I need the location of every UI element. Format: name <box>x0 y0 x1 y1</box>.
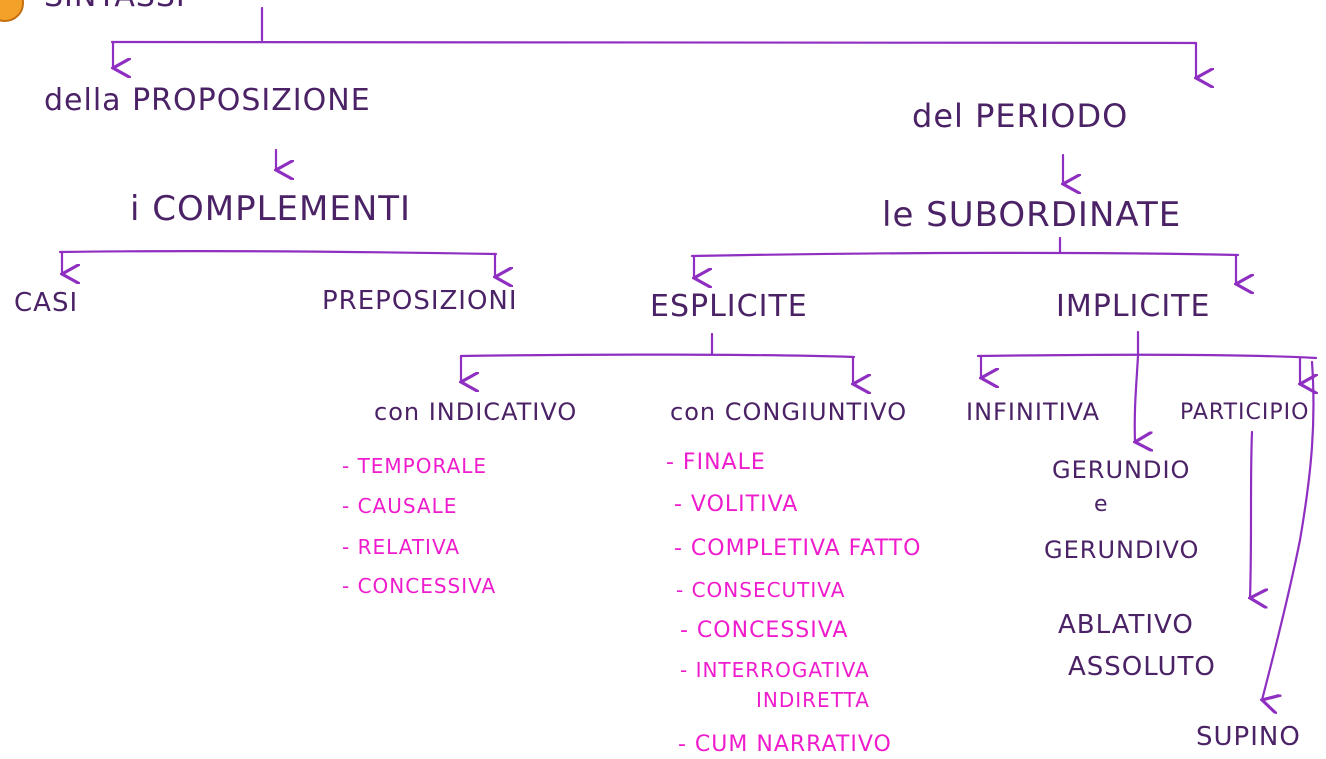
node-preposizioni: PREPOSIZIONI <box>322 286 518 316</box>
esplicite-hline <box>459 353 856 359</box>
congiuntivo-item: - CONCESSIVA <box>680 618 849 643</box>
node-casi: CASI <box>14 288 79 318</box>
header-title-partial: SINTASSI <box>44 0 186 12</box>
node-subordinate: le SUBORDINATE <box>882 195 1182 235</box>
node-proposizione: della PROPOSIZIONE <box>44 83 371 118</box>
node-infinitiva: INFINITIVA <box>966 398 1100 426</box>
subordinate-hline <box>690 251 1240 258</box>
congiuntivo-item: - CONSECUTIVA <box>676 578 846 602</box>
congiuntivo-item: - COMPLETIVA FATTO <box>674 536 922 561</box>
node-periodo: del PERIODO <box>912 97 1129 135</box>
congiuntivo-item: INDIRETTA <box>756 688 870 712</box>
congiuntivo-item: - VOLITIVA <box>674 492 799 517</box>
congiuntivo-item: - FINALE <box>666 450 766 475</box>
congiuntivo-item: - CUM NARRATIVO <box>678 732 892 757</box>
node-supino: SUPINO <box>1196 722 1301 752</box>
node-ablativo: ABLATIVO <box>1058 610 1194 640</box>
node-e: e <box>1094 492 1109 517</box>
node-assoluto: ASSOLUTO <box>1068 652 1216 682</box>
node-indicativo: con INDICATIVO <box>374 398 578 426</box>
arrow-ablativo <box>1250 430 1252 598</box>
node-gerundivo: GERUNDIVO <box>1044 536 1200 564</box>
node-congiuntivo: con CONGIUNTIVO <box>670 398 908 426</box>
indicativo-item: - CONCESSIVA <box>342 574 497 598</box>
indicativo-item: - RELATIVA <box>342 535 461 559</box>
node-participio: PARTICIPIO <box>1180 400 1310 425</box>
node-implicite: IMPLICITE <box>1056 289 1211 324</box>
indicativo-item: - TEMPORALE <box>342 454 488 478</box>
node-gerundio: GERUNDIO <box>1052 456 1191 484</box>
arrow-gerundio <box>1135 354 1138 442</box>
complementi-hline <box>58 250 498 256</box>
participio-side <box>1262 360 1315 700</box>
congiuntivo-item: - INTERROGATIVA <box>680 658 870 682</box>
root-hline <box>110 40 1198 45</box>
node-complementi: i COMPLEMENTI <box>130 189 412 229</box>
indicativo-item: - CAUSALE <box>342 494 458 518</box>
node-esplicite: ESPLICITE <box>650 289 808 324</box>
implicite-hline <box>976 353 1318 360</box>
